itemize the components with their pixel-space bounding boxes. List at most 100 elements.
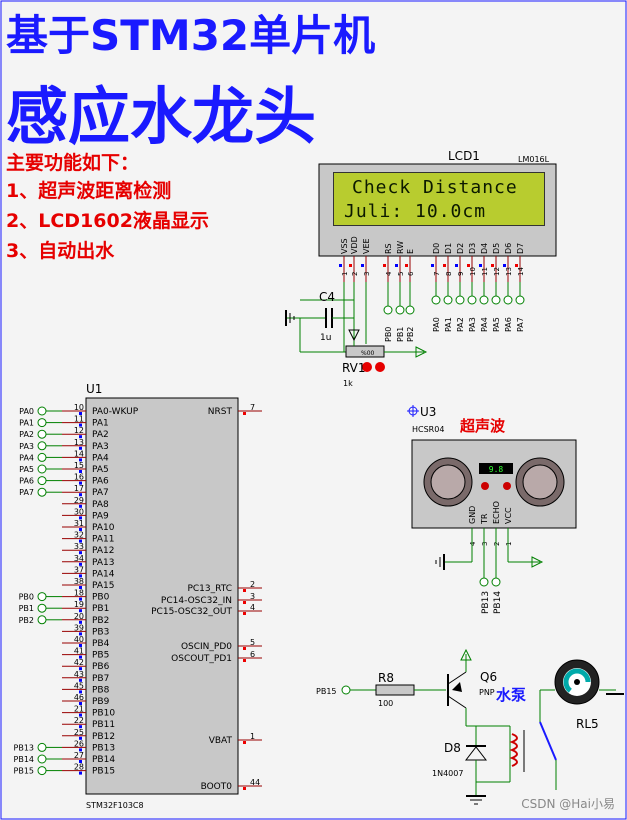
mcu-pin-number: 30 bbox=[74, 507, 84, 516]
mcu-pin-name: PA3 bbox=[92, 442, 109, 452]
lcd-pin-number: 9 bbox=[457, 272, 465, 276]
r8-ref: R8 bbox=[378, 671, 394, 685]
mcu-pin-marker bbox=[79, 655, 82, 659]
lcd-pin-marker bbox=[349, 264, 352, 267]
mcu-pin-name: PB5 bbox=[92, 651, 109, 661]
mcu-pin-number: 29 bbox=[74, 496, 84, 505]
lcd-pin-name: D2 bbox=[456, 243, 465, 254]
lcd-pin-marker bbox=[361, 264, 364, 267]
lcd-pin-marker bbox=[455, 264, 458, 267]
sensor-net-pb13: PB13 bbox=[481, 591, 491, 614]
mcu-pin-marker bbox=[79, 678, 82, 682]
lcd-pin-number: 13 bbox=[505, 267, 513, 276]
mcu-pin-marker bbox=[79, 725, 82, 729]
d8-diode[interactable] bbox=[464, 726, 488, 796]
mcu-pin-number: 13 bbox=[74, 438, 84, 447]
rl5-ref: RL5 bbox=[576, 717, 599, 731]
lcd-pin-number: 3 bbox=[363, 272, 371, 276]
lcd-pin-name: D7 bbox=[516, 243, 525, 254]
mcu-pin-number: 10 bbox=[74, 403, 84, 412]
sensor-net-pb14: PB14 bbox=[493, 591, 503, 614]
r8-resistor[interactable] bbox=[375, 684, 415, 696]
sensor-pin-number: 1 bbox=[505, 542, 513, 546]
sensor-pin-name: GND bbox=[468, 506, 477, 524]
lcd-pin-name: D6 bbox=[504, 243, 513, 254]
lcd-pin-number: 8 bbox=[445, 272, 453, 276]
mcu-pin-name: PA1 bbox=[92, 419, 109, 429]
watermark: CSDN @Hai小易 bbox=[521, 797, 615, 811]
mcu-pin-name: PA13 bbox=[92, 558, 114, 568]
mcu-pin-marker bbox=[79, 609, 82, 613]
lcd-data-net-label: PA3 bbox=[468, 317, 477, 332]
pump-label: 水泵 bbox=[496, 686, 526, 704]
lcd-pin-number: 7 bbox=[433, 272, 441, 276]
rv1-potentiometer[interactable] bbox=[345, 282, 428, 372]
r8-value: 100 bbox=[378, 699, 393, 708]
mcu-pin-name: PA14 bbox=[92, 569, 115, 579]
c4-capacitor[interactable] bbox=[285, 308, 354, 353]
mcu-pin-marker bbox=[79, 574, 82, 578]
mcu-pin-number: 43 bbox=[74, 670, 84, 679]
mcu-pin-number: 31 bbox=[74, 519, 84, 528]
mcu-right-pin-number: 44 bbox=[250, 778, 260, 787]
feature-item-1: 1、超声波距离检测 bbox=[6, 180, 172, 202]
mcu-net-terminal bbox=[37, 742, 47, 752]
mcu-pin-marker bbox=[79, 435, 82, 439]
mcu-pin-number: 19 bbox=[74, 600, 84, 609]
lcd-pin-marker bbox=[491, 264, 494, 267]
lcd-pin-name: VSS bbox=[340, 238, 349, 254]
mcu-pin-marker bbox=[79, 632, 82, 636]
pump-motor-icon[interactable] bbox=[540, 659, 624, 705]
mcu-net-label: PB14 bbox=[14, 755, 35, 764]
lcd-pin-marker bbox=[405, 264, 408, 267]
mcu-net-label: PB15 bbox=[14, 767, 35, 776]
ultrasonic-sensor[interactable] bbox=[411, 439, 577, 529]
lcd-pin-number: 14 bbox=[517, 267, 525, 276]
lcd-pin-marker bbox=[443, 264, 446, 267]
mcu-pin-marker bbox=[79, 493, 82, 497]
lcd-pin-number: 4 bbox=[385, 271, 393, 276]
mcu-pin-marker bbox=[79, 470, 82, 473]
features-heading: 主要功能如下： bbox=[6, 152, 140, 174]
lcd-pin-marker bbox=[383, 264, 386, 267]
lcd-ctrl-net-label: PB0 bbox=[384, 327, 393, 342]
mcu-net-label: PA0 bbox=[19, 407, 34, 416]
mcu-pin-marker bbox=[79, 504, 82, 508]
lcd-data-terminal bbox=[467, 295, 477, 305]
mcu-pin-number: 21 bbox=[74, 705, 84, 714]
mcu-pin-number: 28 bbox=[74, 763, 84, 772]
lcd-pin-marker bbox=[515, 264, 518, 267]
mcu-net-label: PA1 bbox=[19, 419, 34, 428]
mcu-right-pin-marker bbox=[243, 647, 246, 650]
mcu-net-terminal bbox=[37, 406, 47, 416]
lcd-ref: LCD1 bbox=[448, 149, 480, 163]
mcu-pin-name: PA8 bbox=[92, 500, 109, 510]
mcu-pin-number: 26 bbox=[74, 739, 84, 748]
mcu-pin-name: PA7 bbox=[92, 488, 109, 498]
mcu-right-pin-number: 3 bbox=[250, 592, 255, 601]
lcd-data-terminal bbox=[443, 295, 453, 305]
d8-ref: D8 bbox=[444, 741, 461, 755]
mcu-right-pin-name: OSCIN_PD0 bbox=[181, 642, 232, 652]
rl5-relay[interactable] bbox=[509, 690, 557, 790]
mcu-pin-name: PB4 bbox=[92, 639, 110, 649]
d8-model: 1N4007 bbox=[432, 769, 463, 778]
mcu-net-terminal bbox=[37, 603, 47, 613]
lcd-data-net-label: PA7 bbox=[516, 317, 525, 332]
lcd-data-net-label: PA6 bbox=[504, 317, 513, 332]
mcu-pin-number: 15 bbox=[74, 461, 84, 470]
q6-transistor[interactable] bbox=[447, 671, 467, 709]
sensor-display: 9.8 bbox=[489, 465, 504, 474]
mcu-right-pins: 7NRST2PC13_RTC3PC14-OSC32_IN4PC15-OSC32_… bbox=[151, 403, 262, 792]
mcu-pin-name: PB14 bbox=[92, 755, 115, 765]
mcu-pin-name: PA11 bbox=[92, 535, 114, 545]
mcu-pin-marker bbox=[79, 736, 82, 740]
lcd-pin-number: 5 bbox=[397, 272, 405, 276]
lcd-data-net-label: PA4 bbox=[480, 317, 489, 332]
lcd-pin-marker bbox=[339, 264, 342, 267]
lcd-pin-name: D1 bbox=[444, 243, 453, 254]
mcu-pin-marker bbox=[79, 516, 82, 520]
mcu-right-pin-marker bbox=[243, 412, 246, 415]
mcu-chip[interactable] bbox=[85, 397, 239, 795]
